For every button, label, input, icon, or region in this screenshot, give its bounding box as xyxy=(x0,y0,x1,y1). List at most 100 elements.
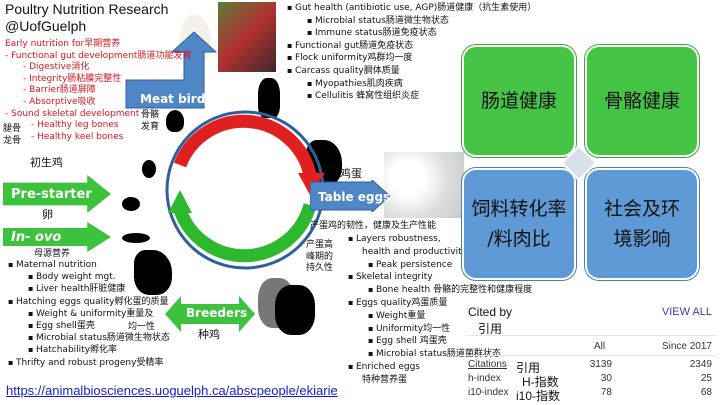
early-skeletal: - Sound skeletal development xyxy=(5,108,140,119)
breeders-label: Breeders xyxy=(186,306,248,320)
chick-silhouette xyxy=(166,110,184,132)
citations-all-value: 3139 xyxy=(589,359,612,370)
keel-bone-cn: 龙骨 xyxy=(3,136,22,146)
list-item: Liver health肝脏健康 xyxy=(8,283,170,295)
red-arc xyxy=(173,114,317,177)
list-item: Microbial status肠道微生物状态 xyxy=(8,332,170,344)
citations-row-cn: i10-指数 xyxy=(516,389,561,403)
list-item: Carcass quality胴体质量 xyxy=(287,65,536,78)
list-item: Eggs quality鸡蛋质量 xyxy=(348,297,532,310)
list-item: Flock uniformity鸡群均一度 xyxy=(287,52,536,65)
citations-all-value: 30 xyxy=(600,373,612,384)
list-item: Layers robustness, xyxy=(348,233,532,246)
list-item: Peak persistence xyxy=(348,259,532,272)
list-item: Uniformity均一性 xyxy=(348,323,532,336)
turkey-image xyxy=(218,2,276,72)
citations-since-value: 68 xyxy=(700,387,712,398)
list-item: Microbial status肠道微生物状态 xyxy=(287,15,536,28)
list-item: Weight重量 xyxy=(348,310,532,323)
early-item: - Absorptive吸收 xyxy=(23,96,96,107)
col-since-2017: Since 2017 xyxy=(661,341,712,352)
leg-bone-cn: 腿骨 xyxy=(3,124,22,134)
list-item: health and productivity xyxy=(362,246,467,257)
citations-all-value: 78 xyxy=(600,387,612,398)
list-item: Microbial status肠道菌群状态 xyxy=(348,348,532,361)
layers-heading-cn: 产蛋鸡的韧性，健康及生产性能 xyxy=(310,221,437,231)
citations-since-value: 2349 xyxy=(689,359,712,370)
citations-row-label: i10-index xyxy=(468,387,509,398)
in-ovo-label: In- ovo xyxy=(11,229,62,245)
list-item: Functional gut肠道免疫状态 xyxy=(287,40,536,53)
table-eggs-arrow xyxy=(310,180,390,212)
citations-since-value: 25 xyxy=(700,373,712,384)
peak-persistence-cn: 产蛋高峰期的持久性 xyxy=(306,240,334,274)
breeders-arrow xyxy=(165,296,255,332)
title-line1: Poultry Nutrition Research xyxy=(5,1,169,17)
cited-by-heading: Cited by xyxy=(468,305,513,319)
citations-row-label: h-index xyxy=(468,373,501,384)
uniformity-cn: 均一性 xyxy=(128,322,156,332)
list-item: Gut health (antibiotic use, AGP)肠道健康（抗生素… xyxy=(287,2,536,15)
early-leg: - Healthy leg bones xyxy=(31,120,119,131)
list-item: Enriched eggs xyxy=(348,361,532,374)
early-heading: Early nutrition for早期营养 xyxy=(5,39,121,49)
list-item: Maternal nutrition xyxy=(8,259,170,271)
list-item: 特种营养蛋 xyxy=(362,374,408,385)
list-item: Thrifty and robust progeny受精率 xyxy=(8,357,170,369)
inovo-cn: 卵 xyxy=(42,208,53,221)
col-all: All xyxy=(594,341,606,352)
early-nutrition: Early nutrition for早期营养 - Functional gut… xyxy=(5,39,191,143)
meat-birds-label: Meat birds xyxy=(140,92,213,106)
chick-silhouette-small xyxy=(142,160,156,178)
meat-bird-list: Gut health (antibiotic use, AGP)肠道健康（抗生素… xyxy=(287,2,536,103)
green-arc xyxy=(173,203,317,263)
early-keel: - Healthy keel bones xyxy=(31,131,124,142)
layer-list: Layers robustness,health and productivit… xyxy=(348,233,532,387)
in-ovo-arrow: In- ovo xyxy=(3,222,111,252)
prestarter-cn: 初生鸡 xyxy=(30,156,63,169)
pre-starter-label: Pre-starter xyxy=(11,186,92,202)
list-item: Cellulitis 蜂窝性组织炎症 xyxy=(287,90,536,103)
bone-development-cn: 骨骼发育 xyxy=(141,110,160,132)
list-item: Skeletal integrity xyxy=(348,271,532,284)
breeder-list: Maternal nutritionBody weight mgt.Liver … xyxy=(8,259,170,369)
quadrant-feed-conversion: 饲料转化率 /料肉比 xyxy=(462,168,576,280)
divider xyxy=(466,335,716,336)
breeders-cn: 种鸡 xyxy=(198,328,220,341)
quadrant-gut-health: 肠道健康 xyxy=(462,45,576,157)
eggs-silhouette xyxy=(122,197,140,211)
view-all-link[interactable]: VIEW ALL xyxy=(661,306,712,318)
list-item: Immune status肠道免疫状态 xyxy=(287,27,536,40)
title: Poultry Nutrition Research@UofGuelph xyxy=(5,1,168,35)
divider xyxy=(466,355,716,356)
list-item: Egg shell蛋壳 xyxy=(8,320,170,332)
list-item: Myopathies肌肉疾病 xyxy=(287,78,536,91)
eggs-silhouette-2 xyxy=(122,233,150,243)
list-item: Hatching eggs quality孵化蛋的质量 xyxy=(8,296,170,308)
list-item: Hatchability孵化率 xyxy=(8,344,170,356)
quadrant-bone-health: 骨骼健康 xyxy=(585,45,699,157)
early-gut: - Functional gut development肠道功能发育 xyxy=(5,50,192,61)
list-item: Body weight mgt. xyxy=(8,271,170,283)
early-item: - Integrity肠粘膜完整性 xyxy=(23,73,122,84)
citations-row-label[interactable]: Citations xyxy=(468,359,507,370)
citations-row-cn: H-指数 xyxy=(522,375,559,389)
pre-starter-arrow: Pre-starter xyxy=(3,175,111,213)
eggs-image xyxy=(384,152,464,218)
layer-silhouette xyxy=(275,285,315,335)
citations-row-cn: 引用 xyxy=(516,361,541,375)
list-item: Weight & uniformity重量及 xyxy=(8,308,170,320)
rooster-silhouette xyxy=(258,78,280,118)
list-item: Bone health 骨骼的完整性和健康程度 xyxy=(348,284,532,297)
list-item: Egg shell 鸡蛋壳 xyxy=(348,335,532,348)
profile-link[interactable]: https://animalbiosciences.uoguelph.ca/ab… xyxy=(6,383,338,398)
table-eggs-label: Table eggs xyxy=(318,190,391,204)
table-eggs-cn: 鸡蛋 xyxy=(340,167,362,180)
title-line2: @UofGuelph xyxy=(5,18,87,34)
quadrant-social-environment: 社会及环境影响 xyxy=(585,168,699,280)
green-arrowhead xyxy=(168,190,192,213)
cited-by-cn: 引用 xyxy=(478,322,503,336)
meat-birds-arrow xyxy=(125,31,218,109)
early-item: - Barrier肠道屏障 xyxy=(23,85,96,96)
maternal-nutrition-cn: 母源营养 xyxy=(34,249,71,259)
